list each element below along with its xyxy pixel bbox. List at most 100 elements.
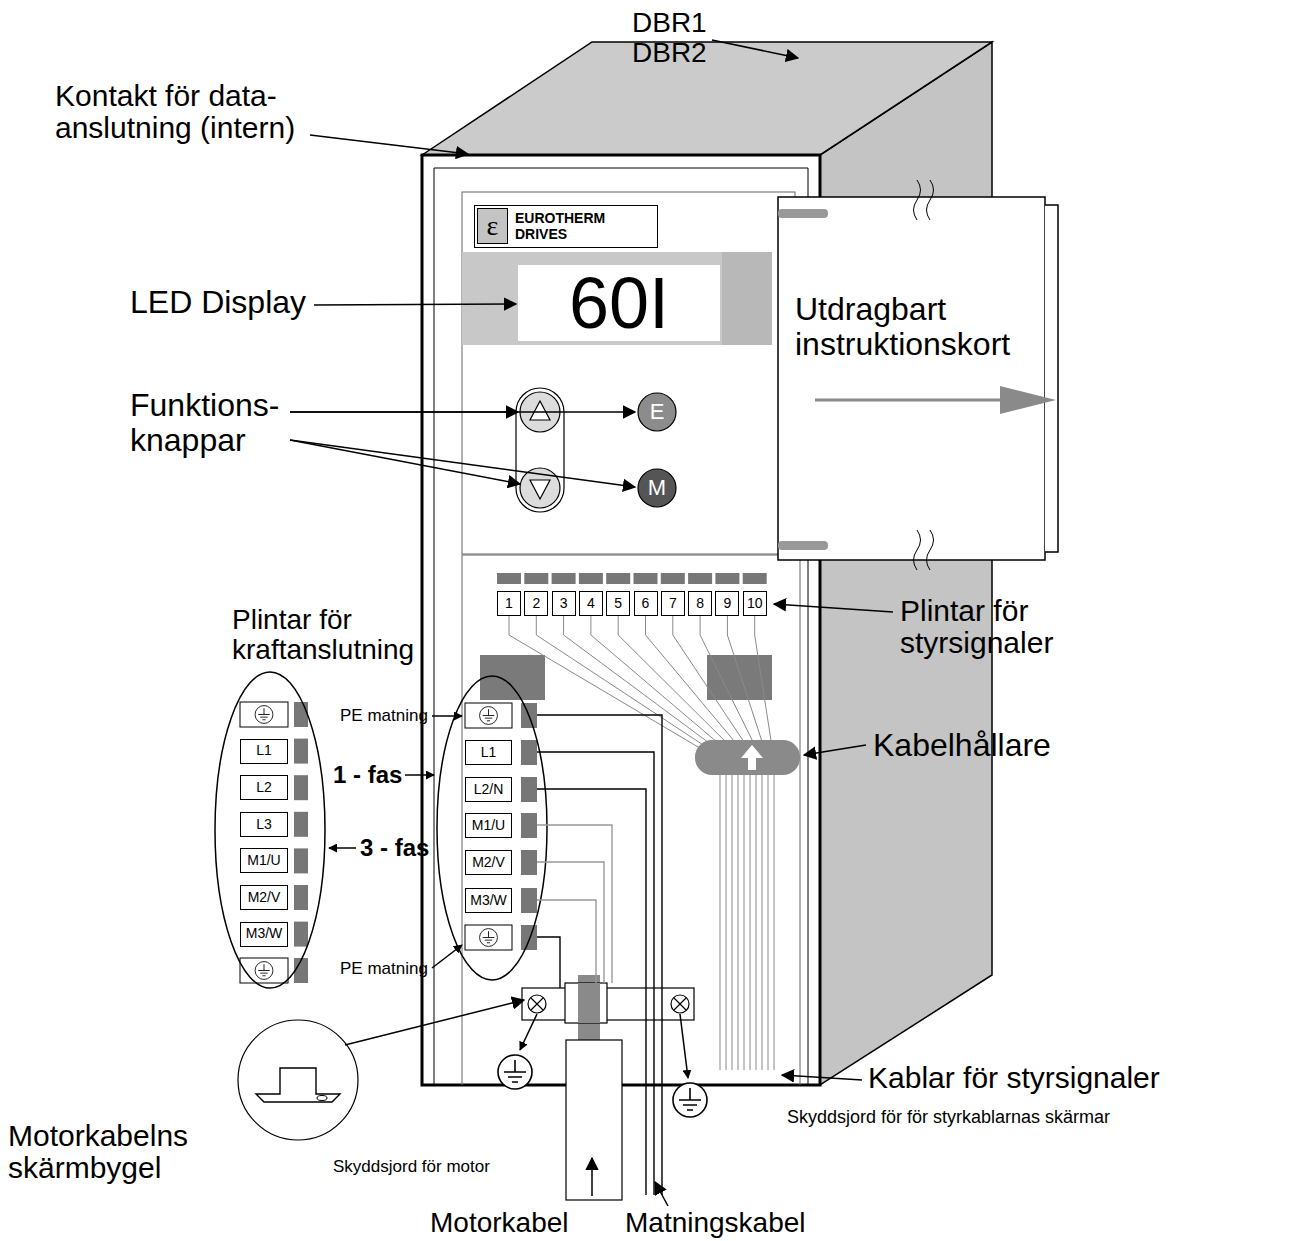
terminal-number: 10 [747, 596, 763, 611]
control-terminal: 8 [688, 591, 712, 616]
part-label: Motorkabelns skärmbygel [8, 1120, 223, 1185]
display-panel [722, 252, 772, 345]
control-terminal-tabs [552, 573, 576, 584]
control-terminal-tabs [661, 573, 685, 584]
instruction-card [815, 399, 1002, 402]
part-label: Utdragbart instruktionskort [795, 292, 1045, 361]
terminal-note: PE matning [340, 960, 428, 978]
part-label: Kablar för styrsignaler [868, 1062, 1160, 1094]
power-terminal: L1 [465, 740, 512, 765]
housing [422, 42, 992, 155]
control-terminal-tabs [634, 573, 658, 584]
control-terminal-tabs [497, 573, 767, 584]
power-terminal: M1/U [240, 848, 288, 873]
terminal-number: 1 [505, 596, 513, 611]
leader-arrows [655, 1182, 668, 1206]
power-terminal-strip [521, 813, 537, 838]
part-label: Plintar för styrsignaler [900, 595, 1120, 660]
motor-cable [671, 995, 689, 1013]
display-panel [516, 388, 564, 512]
leader-arrows [290, 440, 635, 487]
logo-box: EUROTHERM DRIVES ε [474, 205, 658, 248]
power-terminal-strip [521, 925, 537, 950]
terminal-name: L1 [256, 743, 272, 758]
instruction-card [1045, 205, 1058, 552]
control-terminal: 6 [634, 591, 658, 616]
bracket-detail [317, 1096, 327, 1101]
part-label: Kontakt för data- anslutning (intern) [55, 80, 355, 145]
instruction-card [914, 180, 934, 220]
terminal-name: L3 [256, 817, 272, 832]
terminal-name: M2/V [472, 855, 505, 870]
button-letter: M [648, 476, 666, 500]
power-terminal-strip [437, 676, 547, 980]
part-label: Kabelhållare [873, 728, 1051, 763]
leader-arrows [520, 1014, 537, 1050]
motor-cable [674, 998, 686, 1010]
leader-arrows [310, 135, 468, 154]
power-terminal-strip [521, 888, 537, 913]
power-terminal-detail [240, 702, 288, 727]
terminal-number: 6 [642, 596, 650, 611]
display-panel [462, 252, 772, 512]
terminal-number: 7 [669, 596, 677, 611]
control-terminal: 3 [552, 591, 576, 616]
control-wires [509, 616, 774, 1070]
power-terminal-detail [294, 739, 308, 764]
terminal-name: M2/V [248, 890, 281, 905]
control-terminal: 5 [606, 591, 630, 616]
cable-holder [741, 745, 763, 770]
power-terminal-detail [294, 885, 308, 910]
power-wires [537, 825, 612, 983]
brand-name: EUROTHERM DRIVES [515, 211, 627, 242]
cable-holder [695, 740, 800, 775]
leader-arrows [432, 715, 462, 717]
power-terminal-detail [240, 958, 288, 983]
instruction-card [778, 541, 828, 550]
control-terminal: 4 [579, 591, 603, 616]
power-terminal-detail [255, 706, 273, 724]
power-wires [537, 789, 646, 1195]
part-note: Skyddsjord för för styrkablarnas skärmar [787, 1108, 1110, 1127]
phase-note: 3 - fas [360, 835, 429, 861]
ground-symbols [673, 1083, 707, 1117]
leader-arrows [314, 304, 516, 305]
power-terminal-strip [465, 925, 512, 950]
motor-cable [566, 1040, 622, 1200]
leader-arrows [774, 604, 893, 612]
function-button: E [637, 392, 677, 432]
power-terminal: M2/V [465, 850, 512, 875]
power-terminal-strip [521, 777, 537, 802]
power-terminal: M2/V [240, 885, 288, 910]
display-panel [530, 401, 550, 420]
display-value: 60I [569, 267, 669, 339]
power-terminal: L2/N [465, 777, 512, 802]
housing [434, 168, 808, 1085]
function-button: M [637, 468, 677, 508]
motor-cable [522, 988, 694, 1020]
leader-arrows [712, 40, 798, 58]
leader-arrows [290, 440, 520, 484]
terminal-name: L2/N [474, 782, 504, 797]
bracket-detail [238, 1020, 358, 1140]
connector-name: DBR2 [632, 38, 707, 68]
control-terminal-tabs [688, 573, 712, 584]
housing [462, 192, 795, 554]
instruction-card [914, 530, 934, 570]
part-note: Skyddsjord för motor [333, 1158, 490, 1176]
power-terminal-detail [294, 848, 308, 873]
leader-arrows [290, 40, 893, 1206]
control-terminal-tabs [524, 573, 548, 584]
terminal-number: 3 [560, 596, 568, 611]
leader-arrows [405, 774, 434, 776]
power-terminal-strip [480, 929, 498, 947]
terminal-name: M1/U [247, 853, 280, 868]
motor-cable [528, 995, 546, 1013]
logo-letter: ε [487, 211, 499, 242]
control-terminal-tabs [606, 573, 630, 584]
cable-holder [695, 740, 800, 775]
power-terminal-strip [437, 676, 547, 980]
control-terminal-tabs [743, 573, 767, 584]
control-terminal-tabs [579, 573, 603, 584]
control-terminal: 9 [715, 591, 739, 616]
